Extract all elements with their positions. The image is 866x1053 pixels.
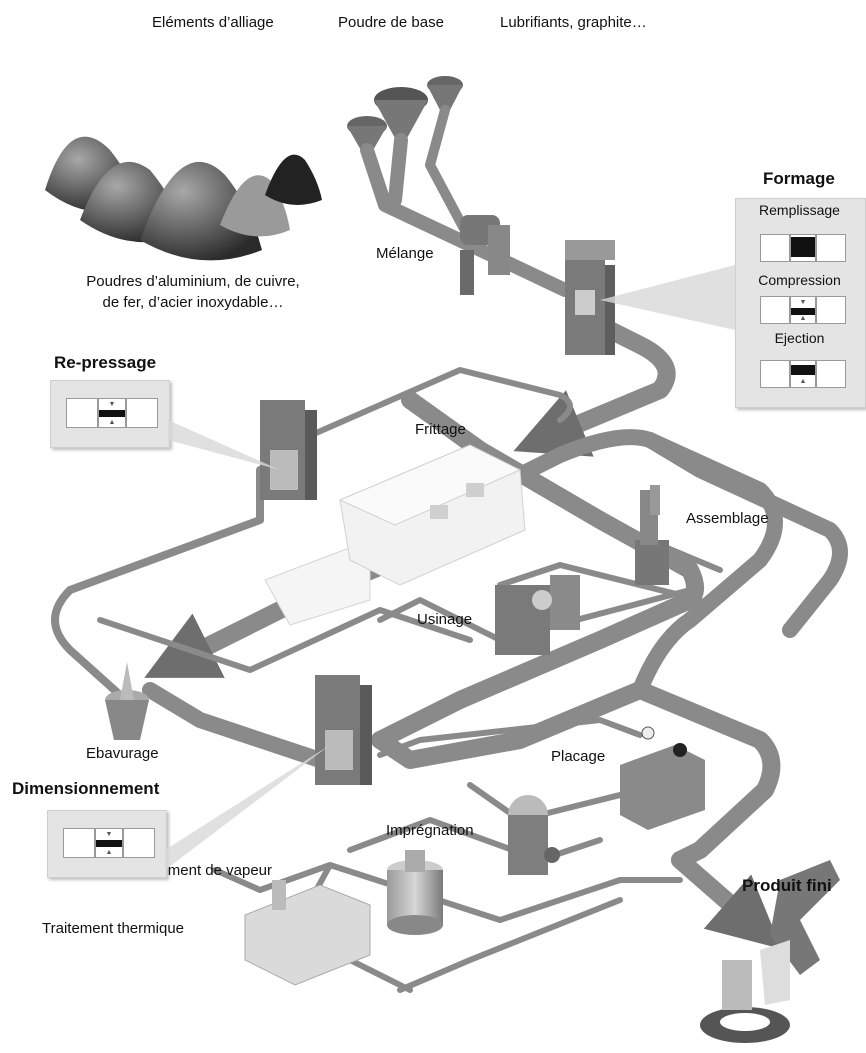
mixer-machine bbox=[460, 215, 510, 295]
label-alloy: Eléments d’alliage bbox=[152, 14, 274, 31]
press-icon-repressage: ▼▲ bbox=[66, 398, 158, 428]
funnels bbox=[347, 76, 463, 152]
impregnation-tank bbox=[508, 795, 560, 875]
formage-step-compression: Compression bbox=[758, 272, 841, 288]
usinage-machine bbox=[495, 575, 580, 655]
press-icon-dimensionnement: ▼▲ bbox=[63, 828, 155, 858]
press-icon-ejection: ▲ bbox=[760, 360, 846, 388]
label-ebavurage: Ebavurage bbox=[86, 745, 159, 762]
ebavurage-machine bbox=[105, 662, 149, 740]
heading-formage: Formage bbox=[763, 169, 835, 188]
repressage-press bbox=[260, 400, 317, 500]
thermique-furnace bbox=[244, 880, 371, 986]
label-base: Poudre de base bbox=[338, 14, 444, 31]
label-usinage: Usinage bbox=[417, 611, 473, 628]
heading-dimensionnement: Dimensionnement bbox=[12, 779, 160, 798]
label-impregnation: Imprégnation bbox=[386, 822, 474, 839]
label-melange: Mélange bbox=[376, 245, 434, 262]
label-assemblage: Assemblage bbox=[686, 510, 769, 527]
press-icon-compression: ▼▲ bbox=[760, 296, 846, 324]
frittage-furnace bbox=[264, 444, 526, 626]
label-frittage: Frittage bbox=[415, 421, 466, 438]
formage-step-ejection: Ejection bbox=[774, 330, 825, 346]
label-powders-2: de fer, d’acier inoxydable… bbox=[102, 294, 284, 311]
label-powders-1: Poudres d’aluminium, de cuivre, bbox=[86, 273, 300, 290]
placage-tank bbox=[620, 726, 705, 830]
formage-press bbox=[565, 240, 615, 355]
dimensionnement-press bbox=[315, 675, 372, 785]
formage-step-remplissage: Remplissage bbox=[759, 202, 840, 218]
label-lubricants: Lubrifiants, graphite… bbox=[500, 14, 647, 31]
label-placage: Placage bbox=[551, 748, 606, 765]
heading-repressage: Re-pressage bbox=[54, 353, 157, 372]
press-icon-remplissage bbox=[760, 234, 846, 262]
powder-cones bbox=[45, 136, 322, 261]
heading-produit-fini: Produit fini bbox=[742, 876, 832, 895]
assemblage-machine bbox=[635, 485, 669, 585]
vapeur-cylinder bbox=[387, 850, 443, 935]
label-thermique: Traitement thermique bbox=[42, 920, 185, 937]
finished-parts bbox=[700, 860, 840, 1043]
